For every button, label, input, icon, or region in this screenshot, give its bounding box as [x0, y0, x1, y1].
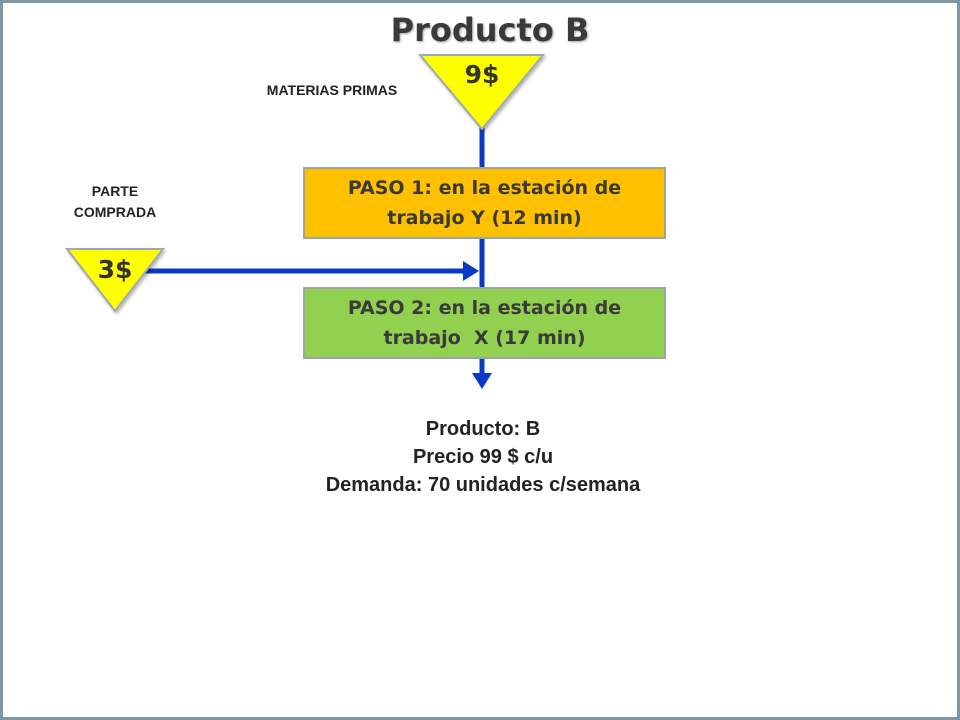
flow-connectors	[64, 54, 546, 389]
step-2-box: PASO 2: en la estación de trabajo X (17 …	[303, 287, 666, 359]
purchased-part-cost: 3$	[97, 255, 133, 284]
product-price: Precio 99 $ c/u	[412, 446, 554, 468]
purchased-part-arrowhead	[463, 261, 479, 281]
raw-materials-label: MATERIAS PRIMAS	[266, 82, 398, 98]
product-demand: Demanda: 70 unidades c/semana	[325, 474, 641, 496]
product-name: Producto: B	[425, 418, 541, 440]
raw-materials-triangle	[417, 54, 546, 131]
purchased-part-label: PARTE COMPRADA	[53, 181, 177, 223]
purchased-part-triangle	[64, 248, 166, 313]
output-arrowhead	[472, 373, 492, 389]
step-1-box: PASO 1: en la estación de trabajo Y (12 …	[303, 167, 666, 239]
purchased-part-label-line1: PARTE	[91, 183, 139, 199]
product-info: Producto: B Precio 99 $ c/u Demanda: 70 …	[243, 415, 723, 499]
page-title: Producto B	[390, 11, 590, 49]
raw-materials-cost: 9$	[464, 60, 500, 89]
purchased-part-label-line2: COMPRADA	[73, 204, 157, 220]
